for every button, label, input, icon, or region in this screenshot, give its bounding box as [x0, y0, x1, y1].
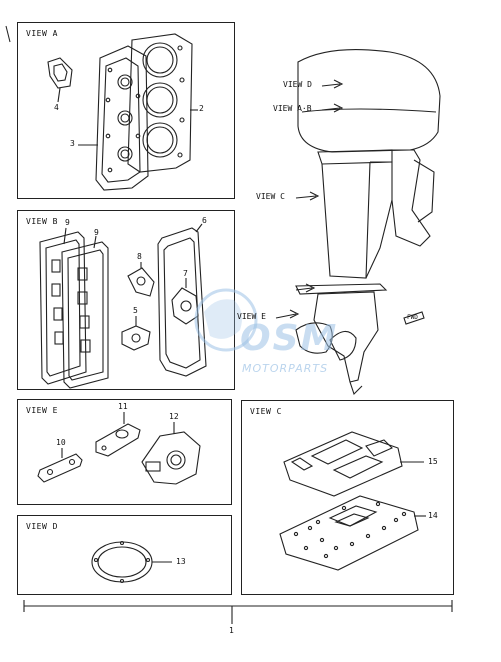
gasket-14-drawing: [279, 495, 426, 571]
part-number-14: 14: [428, 511, 438, 520]
callout-view-e: VIEW E: [237, 312, 266, 321]
part-number-9a: 9: [65, 218, 70, 227]
part-number-8: 8: [137, 252, 142, 261]
watermark-sub: MOTORPARTS: [242, 362, 329, 375]
part-number-1: 1: [229, 626, 234, 635]
part-number-4: 4: [54, 103, 59, 112]
watermark-brand: OSM: [240, 318, 339, 359]
part-number-5: 5: [133, 306, 138, 315]
view-a-title: VIEW A: [26, 29, 58, 38]
part-number-15: 15: [428, 457, 438, 466]
part-number-12: 12: [169, 412, 179, 421]
watermark-globe: [194, 288, 258, 352]
outboard-motor-drawing: [275, 48, 441, 396]
part-number-2: 2: [199, 104, 204, 113]
gasket-5-drawing: [121, 316, 151, 351]
part-number-7: 7: [183, 269, 188, 278]
callout-view-ab: VIEW A·B: [273, 104, 312, 113]
cylinder-head-gaskets-drawing: [78, 33, 198, 191]
view-e-title: VIEW E: [26, 406, 58, 415]
corner-tick-drawing: [5, 25, 11, 43]
gasket-15-drawing: [283, 431, 424, 497]
view-b-title: VIEW B: [26, 217, 58, 226]
part-number-10: 10: [56, 438, 66, 447]
view-c-panel: VIEW C: [241, 400, 454, 595]
callout-view-c: VIEW C: [256, 192, 285, 201]
gasket-4-drawing: [47, 57, 73, 103]
part-number-6: 6: [202, 216, 207, 225]
assembly-bracket-drawing: [23, 600, 453, 624]
callout-fwd: FWD: [407, 314, 418, 321]
part-number-9b: 9: [94, 228, 99, 237]
gasket-7-drawing: [171, 278, 199, 325]
view-d-title: VIEW D: [26, 522, 58, 531]
part-number-13: 13: [176, 557, 186, 566]
gasket-12-drawing: [141, 422, 201, 485]
gasket-13-drawing: [91, 540, 172, 584]
gasket-10-drawing: [37, 448, 83, 483]
callout-view-d: VIEW D: [283, 80, 312, 89]
gasket-8-drawing: [127, 262, 155, 297]
gasket-9-drawing: [39, 227, 109, 389]
view-e-panel: VIEW E: [17, 399, 232, 505]
gasket-11-drawing: [95, 412, 141, 457]
gasket-6-drawing: [157, 223, 207, 377]
view-c-title: VIEW C: [250, 407, 282, 416]
part-number-3: 3: [70, 139, 75, 148]
view-a-panel: VIEW A: [17, 22, 235, 199]
part-number-11: 11: [118, 402, 128, 411]
